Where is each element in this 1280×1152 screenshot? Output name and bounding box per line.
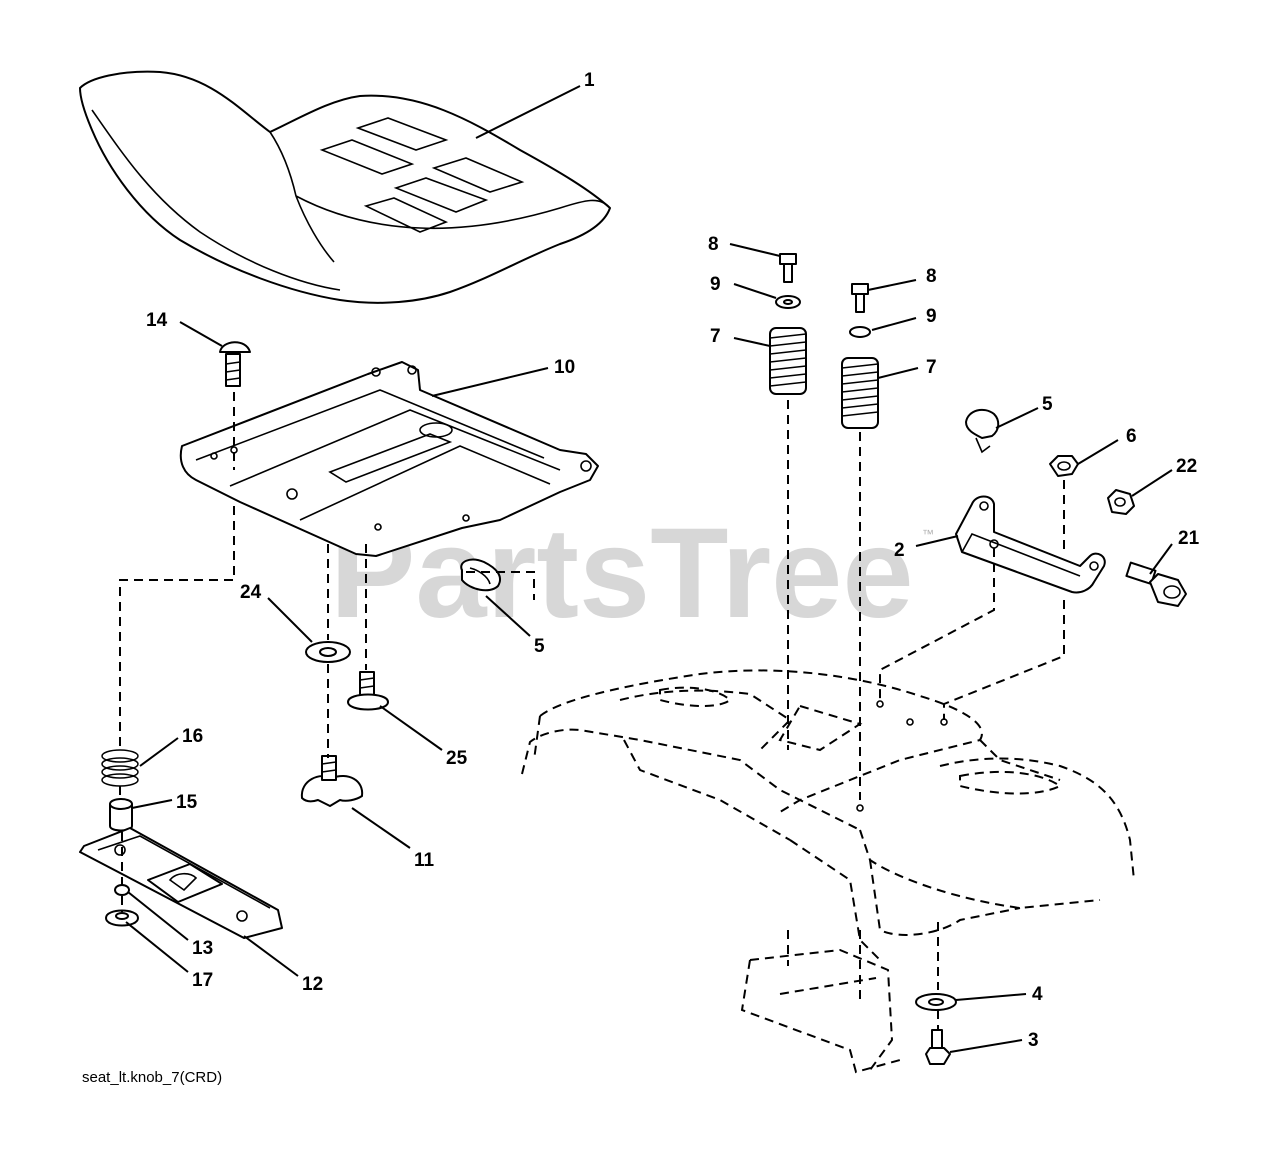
callout-3[interactable]: 3 [1028, 1030, 1039, 1051]
hex-nut-part [1049, 455, 1079, 477]
callout-10[interactable]: 10 [554, 357, 575, 378]
bolt-left-part [779, 253, 797, 283]
washer-part [305, 641, 351, 663]
callout-1[interactable]: 1 [584, 70, 595, 91]
callout-13[interactable]: 13 [192, 938, 213, 959]
washer-left-part [775, 295, 801, 309]
flange-nut-part [105, 909, 139, 927]
slide-plate-part [79, 827, 283, 939]
callout-leaders [125, 85, 1173, 1053]
callout-6[interactable]: 6 [1126, 426, 1137, 447]
small-spacer-part [114, 884, 130, 896]
callout-12[interactable]: 12 [302, 974, 323, 995]
callout-7-right[interactable]: 7 [926, 357, 937, 378]
callout-21[interactable]: 21 [1178, 528, 1200, 549]
callout-11[interactable]: 11 [414, 850, 435, 871]
callout-25[interactable]: 25 [446, 748, 468, 769]
callout-5-right[interactable]: 5 [1042, 394, 1053, 415]
callout-8-left[interactable]: 8 [708, 234, 719, 255]
shoulder-bolt-right-part [1125, 561, 1187, 607]
callout-5-left[interactable]: 5 [534, 636, 545, 657]
seat-pan-part [179, 361, 599, 557]
lock-nut-part [1107, 489, 1135, 515]
callout-2[interactable]: 2 [894, 540, 905, 561]
diagram-caption: seat_lt.knob_7(CRD) [82, 1069, 222, 1086]
carriage-bolt-part [219, 341, 251, 387]
watermark-trademark: ™ [922, 527, 934, 541]
frame-washer-part [915, 993, 957, 1011]
spring-left-part [769, 327, 807, 395]
frame-bolt-part [925, 1029, 951, 1065]
washer-right-part [849, 326, 871, 338]
tractor-frame-dashed [521, 669, 1135, 1074]
callout-16[interactable]: 16 [182, 726, 203, 747]
callout-22[interactable]: 22 [1176, 456, 1197, 477]
callout-14[interactable]: 14 [146, 310, 168, 331]
seat-part [79, 70, 611, 304]
callout-17[interactable]: 17 [192, 970, 213, 991]
callout-4[interactable]: 4 [1032, 984, 1043, 1005]
spring-right-part [841, 357, 879, 429]
seat-clip-part [460, 558, 502, 592]
seat-knob-part [300, 755, 364, 807]
callout-24[interactable]: 24 [240, 582, 262, 603]
bracket-clip-part [965, 408, 1000, 454]
spacer-part [109, 798, 133, 832]
callout-15[interactable]: 15 [176, 792, 198, 813]
bolt-right-part [851, 283, 869, 313]
callout-9-left[interactable]: 9 [710, 274, 721, 295]
seat-panel-pattern [319, 117, 525, 233]
callout-8-right[interactable]: 8 [926, 266, 937, 287]
callout-labels: 1 14 10 24 5 16 25 15 11 13 17 12 8 9 7 … [146, 70, 1200, 1051]
shoulder-bolt-part [347, 671, 389, 711]
pivot-bracket-part [955, 495, 1106, 594]
alignment-lines [119, 392, 1065, 1030]
callout-9-right[interactable]: 9 [926, 306, 937, 327]
seat-spring-part [101, 749, 139, 787]
callout-7-left[interactable]: 7 [710, 326, 721, 347]
